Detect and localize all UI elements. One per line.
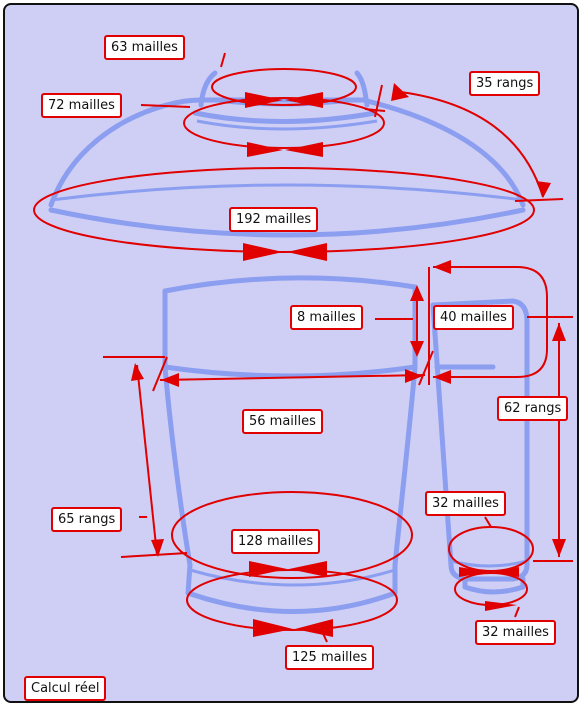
handle-shape	[430, 298, 530, 595]
label-lid-rows: 35 rangs	[469, 71, 541, 96]
label-handle-rows: 62 rangs	[497, 396, 569, 421]
cup-shape	[162, 275, 418, 614]
handle-measures	[428, 260, 573, 618]
label-handle-bottom-out: 32 mailles	[475, 620, 556, 645]
label-lid-brim: 192 mailles	[229, 207, 319, 232]
label-handle-bottom-in: 32 mailles	[425, 491, 506, 516]
label-handle-top: 40 mailles	[433, 305, 514, 330]
cup-measures	[103, 285, 434, 643]
label-lid-top: 63 mailles	[104, 35, 185, 60]
label-lid-neck: 72 mailles	[41, 93, 122, 118]
calcul-mode-label[interactable]: Calcul réel	[24, 676, 107, 701]
label-cup-base-out: 125 mailles	[285, 645, 375, 670]
lid-measures	[33, 52, 564, 261]
knitting-diagram	[33, 52, 573, 643]
diagram-panel: 63 mailles 72 mailles 35 rangs 192 maill…	[3, 3, 579, 703]
label-cup-top: 8 mailles	[290, 305, 363, 330]
label-cup-base-in: 128 mailles	[231, 529, 321, 554]
label-cup-rows: 65 rangs	[51, 507, 123, 532]
label-cup-circ: 56 mailles	[242, 409, 323, 434]
